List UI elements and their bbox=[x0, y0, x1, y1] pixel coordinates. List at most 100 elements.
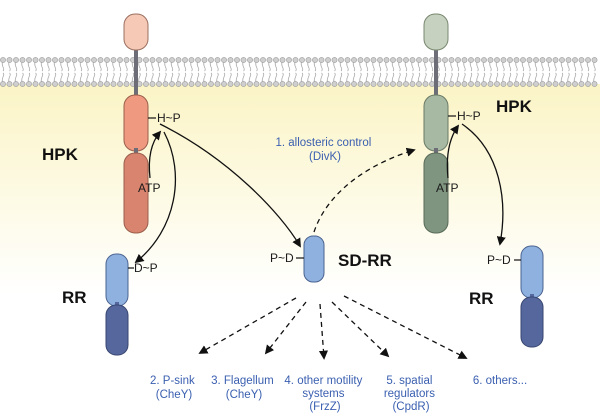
lipid-head bbox=[110, 57, 117, 63]
lipid-head bbox=[19, 57, 26, 63]
lipid-head bbox=[409, 81, 416, 87]
atp-left-label: ATP bbox=[138, 181, 160, 195]
lipid-head bbox=[195, 81, 201, 87]
lipid-head bbox=[455, 81, 461, 87]
hpk-left-dhp-domain bbox=[123, 94, 149, 152]
lipid-head bbox=[227, 81, 234, 87]
lipid-head bbox=[201, 81, 208, 87]
pd-right-label: P~D bbox=[487, 253, 511, 267]
motility-line-1: 4. other motility bbox=[284, 375, 362, 387]
lipid-head bbox=[13, 81, 19, 87]
lipid-head bbox=[234, 57, 240, 63]
lipid-head bbox=[578, 57, 585, 63]
lipid-head bbox=[266, 57, 273, 63]
lipid-head bbox=[110, 81, 117, 87]
dp-left-label: D~P bbox=[134, 261, 158, 275]
lipid-head bbox=[117, 81, 123, 87]
lipid-head bbox=[292, 81, 299, 87]
lipid-head bbox=[312, 81, 318, 87]
lipid-head bbox=[487, 81, 494, 87]
lipid-head bbox=[565, 57, 572, 63]
lipid-head bbox=[227, 57, 234, 63]
lipid-head bbox=[97, 57, 104, 63]
lipid-head bbox=[351, 57, 357, 63]
lipid-head bbox=[429, 81, 435, 87]
lipid-head bbox=[396, 57, 403, 63]
lipid-head bbox=[78, 81, 84, 87]
lipid-head bbox=[357, 81, 364, 87]
lipid-head bbox=[188, 57, 195, 63]
lipid-head bbox=[175, 57, 182, 63]
lipid-head bbox=[253, 81, 260, 87]
others-line-1: 6. others... bbox=[473, 375, 527, 387]
lipid-head bbox=[0, 57, 6, 63]
lipid-head bbox=[533, 57, 539, 63]
lipid-head bbox=[422, 81, 429, 87]
lipid-head bbox=[78, 57, 84, 63]
lipid-head bbox=[162, 57, 169, 63]
lipid-head bbox=[507, 57, 513, 63]
psink-annotation: 2. P-sink (CheY) bbox=[150, 375, 198, 401]
allosteric-control-arrow bbox=[313, 147, 416, 233]
others-annotation: 6. others... bbox=[473, 375, 527, 387]
lipid-head bbox=[494, 81, 500, 87]
motility-line-3: (FrzZ) bbox=[309, 401, 340, 413]
lipid-head bbox=[52, 81, 58, 87]
hpk-right-label: HPK bbox=[496, 97, 533, 116]
lipid-head bbox=[91, 81, 97, 87]
lipid-head bbox=[559, 81, 565, 87]
motility-annotation: 4. other motility systems (FrzZ) bbox=[284, 375, 365, 413]
lipid-head bbox=[149, 81, 156, 87]
lipid-head bbox=[65, 57, 71, 63]
lipid-head bbox=[403, 81, 409, 87]
lipid-head bbox=[266, 81, 273, 87]
lipid-head bbox=[45, 81, 52, 87]
lipid-head bbox=[221, 81, 227, 87]
lipid-head bbox=[533, 81, 539, 87]
lipid-head bbox=[409, 57, 416, 63]
lipid-head bbox=[390, 57, 396, 63]
lipid-head bbox=[474, 57, 481, 63]
hpk-left-sensor-domain bbox=[123, 13, 149, 51]
lipid-head bbox=[338, 81, 344, 87]
lipid-head bbox=[325, 57, 331, 63]
lipid-head bbox=[383, 57, 390, 63]
lipid-head bbox=[403, 57, 409, 63]
lipid-head bbox=[429, 57, 435, 63]
lipid-head bbox=[377, 57, 383, 63]
lipid-head bbox=[299, 57, 305, 63]
lipid-head bbox=[526, 81, 533, 87]
others-arrow bbox=[343, 295, 468, 359]
lipid-head bbox=[240, 81, 247, 87]
lipid-head bbox=[52, 57, 58, 63]
lipid-head bbox=[32, 81, 39, 87]
lipid-head bbox=[6, 57, 13, 63]
lipid-head bbox=[455, 57, 461, 63]
lipid-head bbox=[416, 81, 422, 87]
lipid-head bbox=[357, 57, 364, 63]
rr-right-label: RR bbox=[469, 289, 494, 308]
lipid-head bbox=[97, 81, 104, 87]
lipid-head bbox=[461, 57, 468, 63]
lipid-head bbox=[26, 81, 32, 87]
lipid-head bbox=[273, 81, 279, 87]
hpk-right-sensor-domain bbox=[423, 13, 449, 51]
lipid-head bbox=[383, 81, 390, 87]
lipid-head bbox=[585, 81, 591, 87]
lipid-head bbox=[104, 57, 110, 63]
lipid-head bbox=[364, 57, 370, 63]
lipid-head bbox=[201, 57, 208, 63]
lipid-head bbox=[260, 81, 266, 87]
lipid-head bbox=[513, 57, 520, 63]
lipid-head bbox=[143, 81, 149, 87]
sd-rr-receiver-domain bbox=[303, 235, 325, 283]
cell-membrane bbox=[0, 57, 598, 87]
lipid-head bbox=[214, 57, 221, 63]
hpk-right-catalytic-domain bbox=[423, 152, 449, 234]
lipid-head bbox=[299, 81, 305, 87]
lipid-head bbox=[175, 81, 182, 87]
cytoplasm-region bbox=[0, 84, 600, 294]
hp-to-sd-rr-arrow bbox=[159, 123, 301, 248]
lipid-head bbox=[208, 57, 214, 63]
